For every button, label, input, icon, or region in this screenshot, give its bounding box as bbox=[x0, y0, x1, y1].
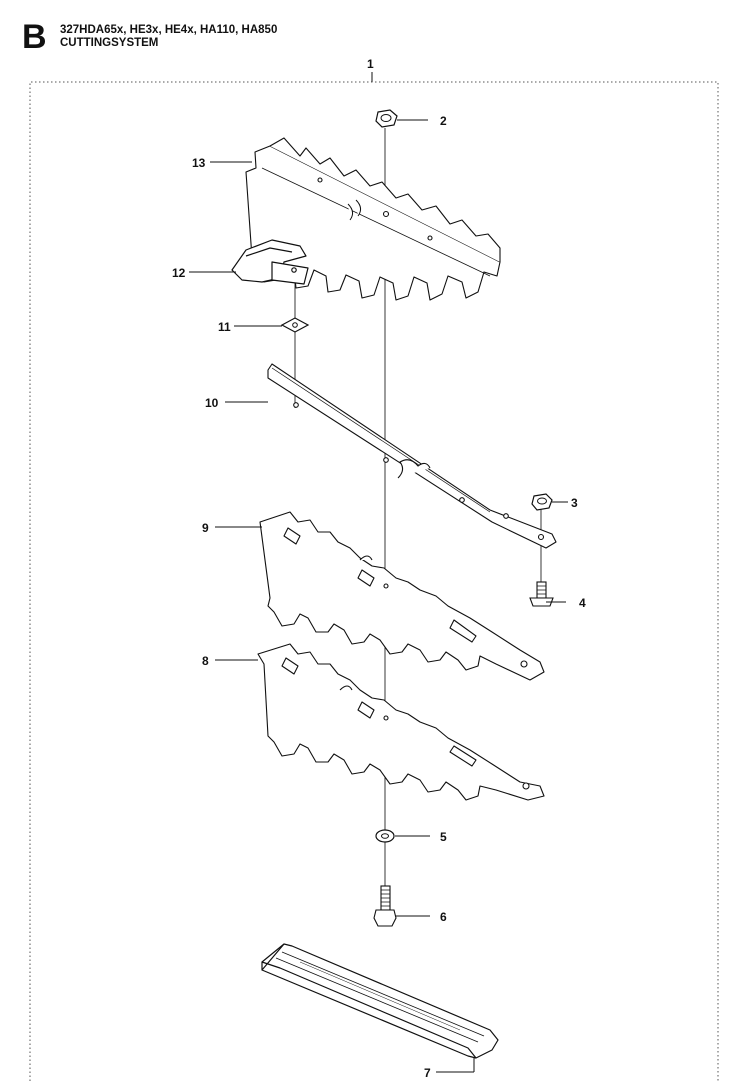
callout-2: 2 bbox=[440, 114, 447, 128]
square-washer-part-11 bbox=[280, 317, 310, 333]
callout-8: 8 bbox=[202, 654, 209, 668]
callout-3: 3 bbox=[571, 496, 578, 510]
lower-blade-part-8 bbox=[257, 643, 545, 801]
callout-1: 1 bbox=[367, 57, 374, 71]
model-list: 327HDA65x, HE3x, HE4x, HA110, HA850 bbox=[60, 24, 278, 36]
page-title: CUTTINGSYSTEM bbox=[60, 37, 159, 49]
callout-12: 12 bbox=[172, 266, 186, 280]
callout-5: 5 bbox=[440, 830, 447, 844]
callout-6: 6 bbox=[440, 910, 447, 924]
callout-leaders bbox=[189, 119, 568, 1073]
callout-4: 4 bbox=[579, 596, 586, 610]
callout-7: 7 bbox=[424, 1066, 431, 1080]
nut-part-3 bbox=[531, 493, 553, 511]
callout-13: 13 bbox=[192, 156, 206, 170]
screw-part-4 bbox=[529, 581, 554, 607]
washer-part-5 bbox=[375, 829, 395, 843]
bolt-part-6 bbox=[373, 885, 397, 927]
clip-part-12 bbox=[231, 239, 309, 285]
blade-guard-part-7 bbox=[261, 943, 499, 1059]
callout-11: 11 bbox=[218, 320, 231, 334]
section-letter: B bbox=[22, 18, 47, 56]
callout-10: 10 bbox=[205, 396, 219, 410]
callout-9: 9 bbox=[202, 521, 209, 535]
guide-bar-part-10 bbox=[267, 363, 557, 549]
nut-part-2 bbox=[375, 109, 398, 128]
page-header: 327HDA65x, HE3x, HE4x, HA110, HA850 CUTT… bbox=[60, 24, 277, 50]
upper-blade-part-9 bbox=[259, 511, 545, 681]
